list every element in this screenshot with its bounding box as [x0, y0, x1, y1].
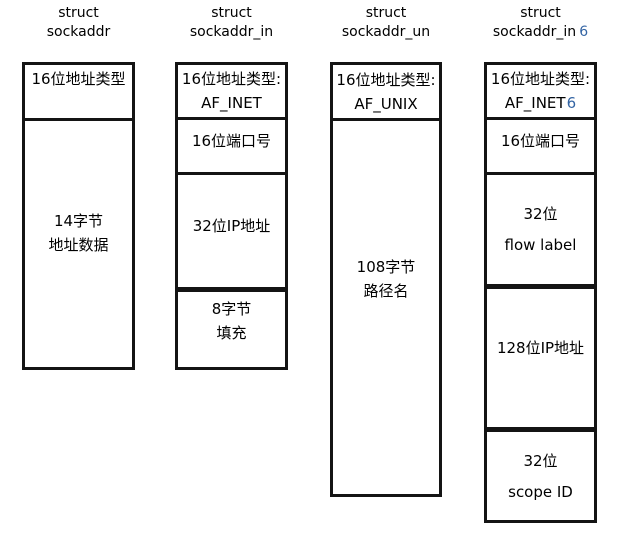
field-label: scope ID — [508, 482, 573, 501]
field-label: AF_INET — [201, 94, 262, 112]
field-label: 108字节 — [356, 257, 416, 276]
field-label: 32位 — [523, 451, 558, 470]
field-ip-address: 32位IP地址 — [178, 172, 285, 287]
field-label: 16位地址类型: — [336, 70, 436, 89]
struct-title-sockaddr: struct sockaddr — [22, 4, 135, 42]
field-label: 地址数据 — [48, 236, 109, 254]
field-suffix-6: 6 — [566, 94, 577, 112]
field-path-name: 108字节 路径名 — [333, 118, 439, 494]
title-line: struct — [520, 5, 561, 21]
field-address-data: 14字节 地址数据 — [25, 118, 132, 367]
field-address-family: 16位地址类型 — [25, 65, 132, 118]
field-flow-label: 32位 flow label — [487, 172, 594, 284]
field-label: 128位IP地址 — [496, 339, 585, 357]
field-ip-address: 128位IP地址 — [487, 284, 594, 427]
struct-box-sockaddr: 16位地址类型 14字节 地址数据 — [22, 62, 135, 370]
title-line: sockaddr — [46, 24, 111, 40]
field-port: 16位端口号 — [178, 117, 285, 172]
field-label: 16位端口号 — [191, 132, 272, 150]
field-address-family: 16位地址类型: AF_INET6 — [487, 65, 594, 117]
struct-box-sockaddr-un: 16位地址类型: AF_UNIX 108字节 路径名 — [330, 62, 442, 497]
field-label: 16位地址类型: — [490, 70, 591, 88]
struct-box-sockaddr-in: 16位地址类型: AF_INET 16位端口号 32位IP地址 8字节 填充 — [175, 62, 288, 370]
field-label: 32位 — [523, 205, 558, 223]
title-line: struct — [58, 5, 99, 21]
struct-title-sockaddr-in: struct sockaddr_in — [175, 4, 288, 42]
field-label: 14字节 — [53, 212, 104, 230]
field-port: 16位端口号 — [487, 117, 594, 172]
field-padding: 8字节 填充 — [178, 287, 285, 367]
field-label: 填充 — [216, 323, 247, 342]
title-line: sockaddr_un — [341, 24, 431, 40]
title-line: struct — [365, 5, 407, 21]
struct-title-sockaddr-un: struct sockaddr_un — [330, 4, 442, 42]
struct-box-sockaddr-in6: 16位地址类型: AF_INET6 16位端口号 32位 flow label … — [484, 62, 597, 523]
field-label: 16位地址类型 — [31, 70, 126, 88]
field-label: 16位地址类型: — [181, 70, 282, 88]
field-scope-id: 32位 scope ID — [487, 427, 594, 520]
field-label: 8字节 — [211, 299, 252, 318]
field-label: AF_INET6 — [504, 94, 577, 112]
title-line: sockaddr_in — [189, 24, 274, 40]
field-label: AF_UNIX — [354, 94, 418, 113]
field-address-family: 16位地址类型: AF_INET — [178, 65, 285, 117]
field-label: 路径名 — [363, 281, 409, 300]
field-label: flow label — [504, 236, 577, 254]
title-line: struct — [211, 5, 252, 21]
title-suffix-6: 6 — [579, 24, 589, 40]
field-label: 16位端口号 — [500, 132, 581, 150]
field-label: 32位IP地址 — [192, 217, 271, 235]
field-address-family: 16位地址类型: AF_UNIX — [333, 65, 439, 118]
